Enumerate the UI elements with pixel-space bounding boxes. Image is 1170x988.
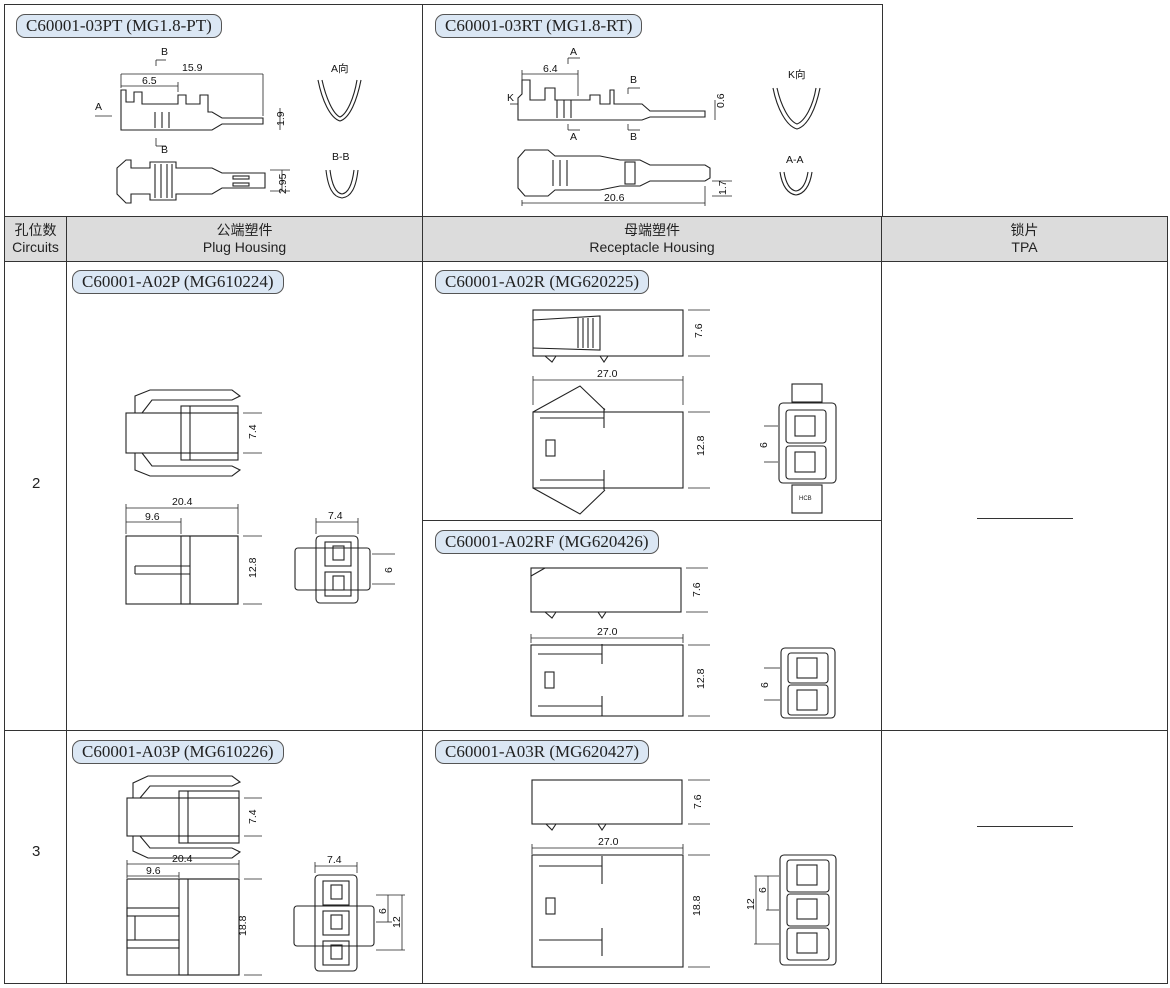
- a02r-front-view: [764, 383, 837, 514]
- a02p-dim-fw: 7.4: [328, 510, 343, 522]
- receptacle-a03r-code: C60001-A03R (MG620427): [435, 740, 650, 764]
- pt-view-a-profile: [317, 79, 362, 122]
- col-divider-2: [422, 216, 423, 984]
- rt-section-a-top: A: [570, 46, 577, 58]
- a02p-front-view: [294, 518, 395, 604]
- rt-view-k-arrow: K: [507, 92, 514, 104]
- pt-view-a-label: A向: [331, 62, 349, 75]
- a02r-dim-h: 7.6: [693, 323, 705, 338]
- plug-a03p-code: C60001-A03P (MG610226): [72, 740, 284, 764]
- rt-view-aa-label: A-A: [786, 154, 804, 166]
- pt-section-b-bottom: B: [161, 144, 168, 156]
- a02rf-side-view: [530, 567, 708, 619]
- a03r-dim-fp: 6: [757, 887, 769, 893]
- a02rf-dim-fp: 6: [759, 682, 771, 688]
- terminal-divider: [422, 4, 423, 216]
- a03r-dim-fp2: 12: [745, 898, 757, 910]
- a03p-dim-w: 20.4: [172, 853, 193, 865]
- pt-dim-15-9: 15.9: [182, 62, 203, 74]
- circuits-3: 3: [32, 843, 41, 860]
- a02r-mark: HCB: [799, 496, 812, 502]
- a03p-dim-fp2: 12: [391, 916, 403, 928]
- a03p-dim-w2: 9.6: [146, 865, 161, 877]
- rt-dim-0-6: 0.6: [715, 93, 727, 108]
- terminal-rt-code: C60001-03RT (MG1.8-RT): [435, 14, 643, 38]
- receptacle-divider: [422, 520, 881, 521]
- rt-dim-1-7: 1.7: [717, 180, 729, 195]
- a02r-top-view: [532, 376, 710, 515]
- a03p-dim-h2: 18.8: [237, 915, 249, 936]
- terminal-pt-code: C60001-03PT (MG1.8-PT): [16, 14, 222, 38]
- pt-terminal-top-view: [116, 159, 290, 204]
- rt-view-k-label: K向: [788, 68, 806, 81]
- rt-section-b-bottom: B: [630, 131, 637, 143]
- receptacle-a02rf-code: C60001-A02RF (MG620426): [435, 530, 659, 554]
- pt-view-bb-label: B-B: [332, 151, 350, 163]
- pt-view-bb-profile: [325, 169, 359, 199]
- a02p-dim-h2: 12.8: [247, 557, 259, 578]
- tpa-empty-2: [977, 518, 1073, 519]
- tpa-empty-3: [977, 826, 1073, 827]
- pt-view-a-arrow: A: [95, 101, 102, 113]
- a02rf-dim-w: 27.0: [597, 626, 618, 638]
- housing-table: [4, 216, 1168, 984]
- a03r-top-view: [531, 844, 710, 968]
- a02r-side-view: [532, 309, 710, 363]
- a02p-dim-w2: 9.6: [145, 511, 160, 523]
- rt-dim-6-4: 6.4: [543, 63, 558, 75]
- a02r-dim-h2: 12.8: [695, 435, 707, 456]
- receptacle-a02r-code: C60001-A02R (MG620225): [435, 270, 650, 294]
- a02rf-dim-h: 7.6: [691, 582, 703, 597]
- rt-view-aa-profile: [779, 171, 813, 196]
- a02r-dim-fp: 6: [758, 442, 770, 448]
- pt-terminal-side-view: [95, 59, 281, 147]
- a02p-top-view: [125, 504, 262, 605]
- rt-dim-20-6: 20.6: [604, 192, 625, 204]
- pt-dim-1-9: 1.9: [275, 111, 287, 126]
- a03r-dim-h: 7.6: [692, 794, 704, 809]
- a03p-top-view: [126, 860, 262, 976]
- rt-section-b-top: B: [630, 74, 637, 86]
- a03r-dim-w: 27.0: [598, 836, 619, 848]
- a02rf-front-view: [764, 647, 836, 719]
- rt-terminal-top-view: [517, 149, 732, 206]
- a02rf-top-view: [530, 634, 710, 717]
- a02p-dim-fp: 6: [383, 567, 395, 573]
- pt-dim-6-5: 6.5: [142, 75, 157, 87]
- circuits-2: 2: [32, 475, 41, 492]
- row-divider: [4, 730, 1168, 731]
- rt-terminal-side-view: [510, 57, 716, 131]
- rt-section-a-bottom: A: [570, 131, 577, 143]
- a02rf-dim-h2: 12.8: [695, 668, 707, 689]
- col-divider-3: [881, 216, 882, 984]
- a02p-dim-h: 7.4: [247, 424, 259, 439]
- terminal-panel: [4, 4, 883, 218]
- a03p-dim-h: 7.4: [247, 809, 259, 824]
- a03p-dim-fp: 6: [377, 908, 389, 914]
- a03r-dim-h2: 18.8: [691, 895, 703, 916]
- plug-a02p-code: C60001-A02P (MG610224): [72, 270, 284, 294]
- a03p-side-view: [126, 775, 262, 859]
- pt-section-b-top: B: [161, 46, 168, 58]
- a03r-front-view: [754, 854, 837, 966]
- col-divider-1: [66, 216, 67, 984]
- a03p-dim-fw: 7.4: [327, 854, 342, 866]
- a02r-dim-w: 27.0: [597, 368, 618, 380]
- a03p-front-view: [293, 862, 405, 972]
- a03r-side-view: [531, 779, 710, 831]
- rt-view-k-profile: [772, 87, 821, 130]
- a02p-side-view: [125, 389, 262, 477]
- a02p-dim-w: 20.4: [172, 496, 193, 508]
- pt-dim-2-95: 2.95: [277, 173, 289, 194]
